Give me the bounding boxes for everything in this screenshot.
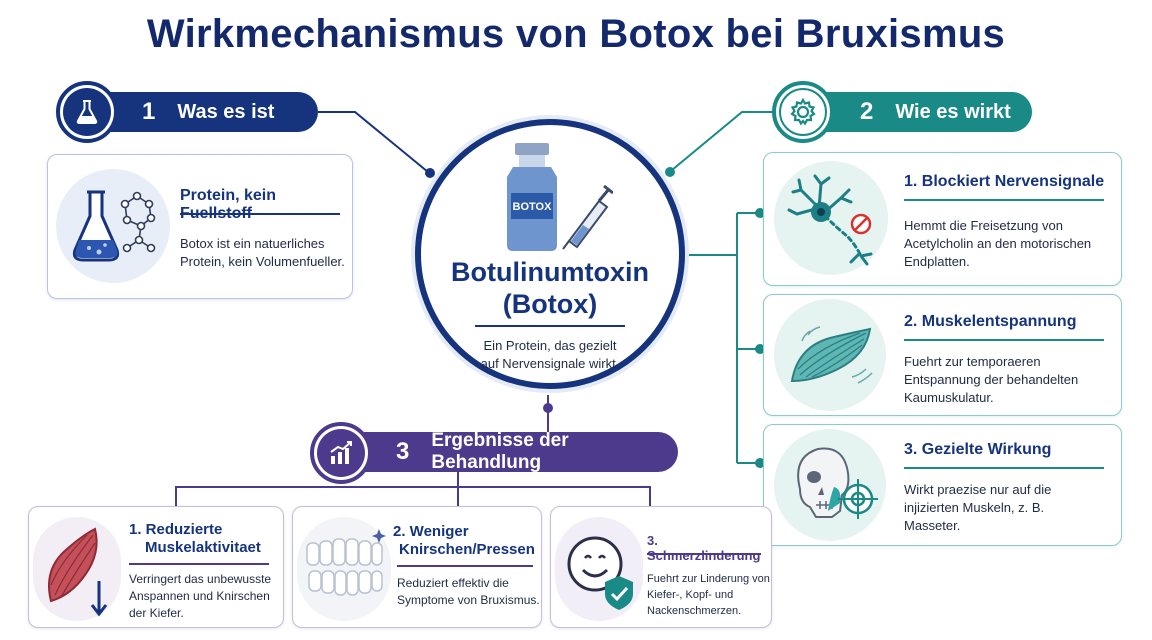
section1-card: Protein, kein Fuellstoff Botox ist ein n… xyxy=(47,154,353,299)
section3-card-3-text-1: Fuehrt zur Linderung von xyxy=(647,573,770,585)
section3-card-3: 3. Schmerzlinderung Fuehrt zur Linderung… xyxy=(550,506,772,628)
section2-card-2-title: 2. Muskelentspannung xyxy=(904,313,1077,330)
section2-card-2-text-2: Entspannung der behandelten xyxy=(904,372,1079,387)
section3-card-1: 1. Reduzierte Muskelaktivitaet Verringer… xyxy=(28,506,284,628)
section2-card-1-text-1: Hemmt die Freisetzung von xyxy=(904,218,1063,233)
section2-card-3-title: 3. Gezielte Wirkung xyxy=(904,441,1052,458)
chart-icon xyxy=(317,429,365,477)
section3-card-3-divider xyxy=(647,553,761,555)
neuron-icon xyxy=(774,161,888,275)
section3-card-2-title-2: Knirschen/Pressen xyxy=(399,541,535,558)
section2-card-1-title: 1. Blockiert Nervensignale xyxy=(904,173,1105,190)
flask-icon xyxy=(63,88,111,136)
section1-card-divider xyxy=(180,213,340,215)
section3-card-3-text-3: Nackenschmerzen. xyxy=(647,605,742,617)
syringe-icon xyxy=(562,184,613,250)
flask-molecule-icon xyxy=(56,169,170,283)
section3-card-1-title-1: 1. Reduzierte xyxy=(129,521,223,538)
vial-icon: BOTOX xyxy=(507,143,613,251)
section3-card-1-text-1: Verringert das unbewusste xyxy=(129,572,272,586)
vial-label: BOTOX xyxy=(513,201,553,213)
section3-card-1-text-3: der Kiefer. xyxy=(129,606,184,620)
section2-card-2-text-3: Kaumuskulatur. xyxy=(904,390,994,405)
gear-icon xyxy=(779,88,827,136)
section3-card-1-title-2: Muskelaktivitaet xyxy=(145,539,261,556)
section1-label: Was es ist xyxy=(177,100,275,123)
center-text-line2: auf Nervensignale wirkt. xyxy=(480,356,620,371)
section2-card-3-text-1: Wirkt praezise nur auf die xyxy=(904,482,1052,497)
muscle-icon xyxy=(774,299,886,411)
skull-icon xyxy=(774,429,886,541)
section2-number: 2 xyxy=(860,98,874,125)
section2-card-1-text-3: Endplatten. xyxy=(904,254,970,269)
section3-card-3-title: 3. Schmerzlinderung xyxy=(647,533,761,563)
section1-badge xyxy=(56,81,118,143)
section2-badge xyxy=(772,81,834,143)
section3-label: Ergebnisse der Behandlung xyxy=(431,430,569,473)
section2-card-3-text-3: Masseter. xyxy=(904,518,961,533)
section2-label: Wie es wirkt xyxy=(895,100,1011,123)
section3-card-3-text-2: Kiefer-, Kopf- und xyxy=(647,589,734,601)
section2-card-3-text-2: injizierten Muskeln, z. B. xyxy=(904,500,1045,515)
section2-card-2-text-1: Fuehrt zur temporaeren xyxy=(904,354,1041,369)
section1-number: 1 xyxy=(142,98,156,125)
section3-number: 3 xyxy=(396,438,410,465)
section2-card-3: 3. Gezielte Wirkung Wirkt praezise nur a… xyxy=(763,424,1122,546)
teeth-icon xyxy=(297,517,391,621)
section2-card-2-divider xyxy=(904,339,1104,341)
shield-check-icon xyxy=(605,576,633,610)
muscle-down-icon xyxy=(33,517,121,621)
page-title: Wirkmechanismus von Botox bei Bruxismus xyxy=(146,12,1006,56)
smiley-icon xyxy=(555,517,643,621)
section2-card-2: 2. Muskelentspannung Fuehrt zur temporae… xyxy=(763,294,1122,416)
section3-card-1-text-2: Anspannen und Knirschen xyxy=(129,589,270,603)
section2-card-3-divider xyxy=(904,467,1104,469)
center-title-line1: Botulinumtoxin xyxy=(451,257,649,287)
section3-card-2-text-1: Reduziert effektiv die xyxy=(397,576,509,590)
section3-header: 3 Ergebnisse der Behandlung xyxy=(316,430,678,473)
section3-card-1-divider xyxy=(129,563,269,565)
section3-card-2-title-1: 2. Weniger xyxy=(393,523,469,540)
center-divider xyxy=(475,325,625,327)
section3-badge xyxy=(310,422,372,484)
section3-card-2: 2. Weniger Knirschen/Pressen Reduziert e… xyxy=(292,506,542,628)
section1-card-text-2: Protein, kein Volumenfueller. xyxy=(180,254,345,269)
section3-card-2-divider xyxy=(397,565,533,567)
section2-card-1-divider xyxy=(904,199,1104,201)
center-title-line2: (Botox) xyxy=(502,289,598,319)
section2-card-1-text-2: Acetylcholin an den motorischen xyxy=(904,236,1092,251)
section2-card-1: 1. Blockiert Nervensignale Hemmt die Fre… xyxy=(763,152,1122,286)
section1-card-title: Protein, kein Fuellstoff xyxy=(180,187,277,222)
center-circle: BOTOX Botulinumtoxin (Botox) Ein Protein… xyxy=(415,119,685,389)
section3-card-2-text-2: Symptome von Bruxismus. xyxy=(397,593,540,607)
section1-card-text-1: Botox ist ein natuerliches xyxy=(180,236,325,251)
target-icon xyxy=(838,479,878,519)
center-text-line1: Ein Protein, das gezielt xyxy=(483,338,617,353)
